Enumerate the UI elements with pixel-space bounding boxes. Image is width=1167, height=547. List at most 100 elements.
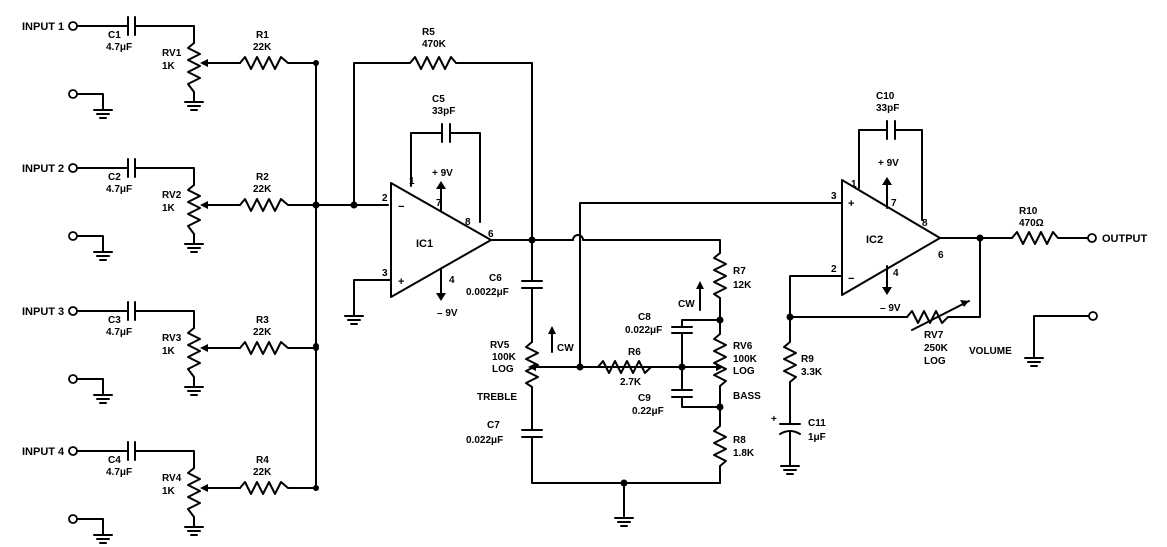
component-label: C1 [108, 30, 121, 41]
svg-text:100K: 100K [492, 352, 517, 363]
ic2-opamp: + − IC2 3 2 1 7 8 4 6 + 9V – 9V C10 33pF [831, 91, 944, 314]
svg-text:3: 3 [382, 268, 388, 279]
svg-text:7: 7 [891, 198, 897, 209]
ground-terminal[interactable] [68, 374, 78, 384]
svg-text:7: 7 [436, 198, 442, 209]
svg-text:R7: R7 [733, 266, 746, 277]
svg-text:LOG: LOG [492, 364, 514, 375]
svg-text:LOG: LOG [924, 356, 946, 367]
svg-text:+ 9V: + 9V [878, 158, 899, 169]
svg-text:0.22μF: 0.22μF [632, 406, 664, 417]
svg-text:2: 2 [831, 264, 837, 275]
svg-text:2.7K: 2.7K [620, 377, 642, 388]
svg-text:250K: 250K [924, 343, 949, 354]
svg-text:3: 3 [831, 191, 837, 202]
svg-text:6: 6 [488, 229, 494, 240]
component-label: 4.7μF [106, 42, 132, 53]
component-label: 1K [162, 61, 176, 72]
svg-text:8: 8 [465, 217, 471, 228]
svg-text:33pF: 33pF [876, 103, 899, 114]
component-label: R2 [256, 172, 269, 183]
input-terminal[interactable] [68, 163, 78, 173]
component-label: 1K [162, 203, 176, 214]
c7-capacitor: C7 0.022μF [466, 420, 721, 527]
bass-network: R7 12K C8 0.022μF C9 0.22μF CW RV6 100K … [625, 252, 761, 484]
component-label: C2 [108, 172, 121, 183]
output-terminal[interactable] [1087, 233, 1097, 243]
svg-text:VOLUME: VOLUME [969, 346, 1012, 357]
svg-text:1: 1 [409, 176, 415, 187]
svg-text:C10: C10 [876, 91, 895, 102]
svg-text:CW: CW [557, 343, 574, 354]
component-label: 4.7μF [106, 184, 132, 195]
component-label: 4.7μF [106, 327, 132, 338]
svg-text:2: 2 [382, 193, 388, 204]
component-label: RV3 [162, 333, 182, 344]
ground-terminal[interactable] [68, 231, 78, 241]
svg-text:+: + [771, 414, 777, 425]
svg-text:C5: C5 [432, 94, 445, 105]
svg-text:RV7: RV7 [924, 330, 944, 341]
rv5-treble-pot: CW RV5 100K LOG TREBLE [477, 326, 721, 431]
svg-text:R5: R5 [422, 27, 435, 38]
svg-text:0.0022μF: 0.0022μF [466, 287, 509, 298]
component-label: C4 [108, 455, 121, 466]
input-label: INPUT 2 [22, 163, 64, 175]
svg-text:– 9V: – 9V [880, 303, 901, 314]
component-label: 22K [253, 327, 272, 338]
component-label: 22K [253, 467, 272, 478]
svg-text:33pF: 33pF [432, 106, 455, 117]
svg-text:3.3K: 3.3K [801, 367, 823, 378]
component-label: 1K [162, 486, 176, 497]
svg-text:R9: R9 [801, 354, 814, 365]
svg-text:C6: C6 [489, 273, 502, 284]
svg-text:1μF: 1μF [808, 432, 826, 443]
input-terminal[interactable] [68, 21, 78, 31]
output-stage: R10 470Ω OUTPUT [939, 206, 1148, 245]
r5-resistor: R5 470K [353, 27, 533, 241]
input-label: INPUT 1 [22, 21, 64, 33]
svg-text:C8: C8 [638, 312, 651, 323]
ground-terminal[interactable] [68, 89, 78, 99]
volume-network: RV7 250K LOG VOLUME R9 3.3K + C11 1μF [771, 237, 1098, 475]
input-label: INPUT 4 [22, 446, 65, 458]
svg-text:8: 8 [922, 218, 928, 229]
input-terminal[interactable] [68, 446, 78, 456]
svg-text:+: + [848, 198, 854, 210]
svg-text:100K: 100K [733, 354, 758, 365]
svg-text:R8: R8 [733, 435, 746, 446]
component-label: 22K [253, 184, 272, 195]
component-label: R4 [256, 455, 269, 466]
svg-text:R10: R10 [1019, 206, 1038, 217]
svg-text:+: + [398, 276, 404, 288]
svg-text:BASS: BASS [733, 391, 761, 402]
svg-text:C9: C9 [638, 393, 651, 404]
ground-terminal[interactable] [68, 514, 78, 524]
component-label: 22K [253, 42, 272, 53]
svg-text:IC2: IC2 [866, 234, 883, 246]
svg-text:C7: C7 [487, 420, 500, 431]
c5-capacitor: C5 33pF [410, 94, 481, 223]
svg-text:TREBLE: TREBLE [477, 392, 517, 403]
svg-text:4: 4 [893, 268, 899, 279]
svg-text:+ 9V: + 9V [432, 168, 453, 179]
component-label: C3 [108, 315, 121, 326]
svg-text:R6: R6 [628, 347, 641, 358]
svg-text:−: − [398, 201, 404, 213]
svg-text:1.8K: 1.8K [733, 448, 755, 459]
input-terminal[interactable] [68, 306, 78, 316]
svg-text:RV6: RV6 [733, 341, 753, 352]
svg-text:470Ω: 470Ω [1019, 218, 1044, 229]
svg-text:LOG: LOG [733, 366, 755, 377]
input-label: INPUT 3 [22, 306, 64, 318]
component-label: R3 [256, 315, 269, 326]
component-label: RV1 [162, 48, 182, 59]
ic2-noninv-feed [579, 202, 843, 368]
component-label: RV2 [162, 190, 182, 201]
svg-text:0.022μF: 0.022μF [625, 325, 662, 336]
svg-text:4: 4 [449, 275, 455, 286]
c6-capacitor: C6 0.0022μF [466, 239, 543, 343]
svg-text:– 9V: – 9V [437, 308, 458, 319]
